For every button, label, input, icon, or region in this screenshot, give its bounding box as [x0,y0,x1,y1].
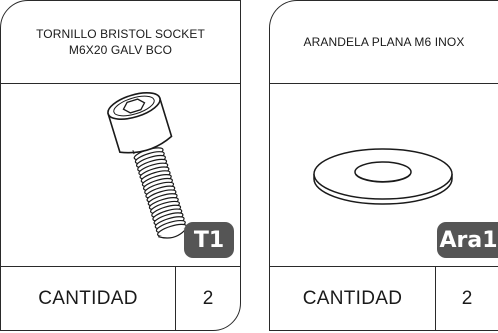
flat-washer-icon [313,148,453,205]
part-title-line-2: M6X20 GALV BCO [68,43,173,57]
part-card-screw: TORNILLO BRISTOL SOCKET M6X20 GALV BCO T… [0,0,241,331]
part-title: TORNILLO BRISTOL SOCKET M6X20 GALV BCO [1,1,240,84]
part-code-badge: Ara1 [437,222,498,258]
quantity-row: CANTIDAD 2 [1,266,240,330]
part-title: ARANDELA PLANA M6 INOX [270,1,498,84]
part-code-badge: T1 [184,222,234,258]
part-title-line-1: TORNILLO BRISTOL SOCKET [36,27,205,41]
quantity-row: CANTIDAD 2 [270,266,498,330]
part-illustration: Ara1 [270,84,498,266]
part-title-line-1: ARANDELA PLANA M6 INOX [303,35,465,49]
quantity-value: 2 [202,287,214,309]
quantity-value: 2 [461,287,473,309]
part-illustration: T1 [1,84,240,266]
part-card-washer: ARANDELA PLANA M6 INOX Ara1 CANTIDAD 2 [269,0,498,331]
quantity-label: CANTIDAD [1,267,176,330]
socket-head-screw-icon [107,92,188,239]
quantity-label: CANTIDAD [270,267,436,330]
